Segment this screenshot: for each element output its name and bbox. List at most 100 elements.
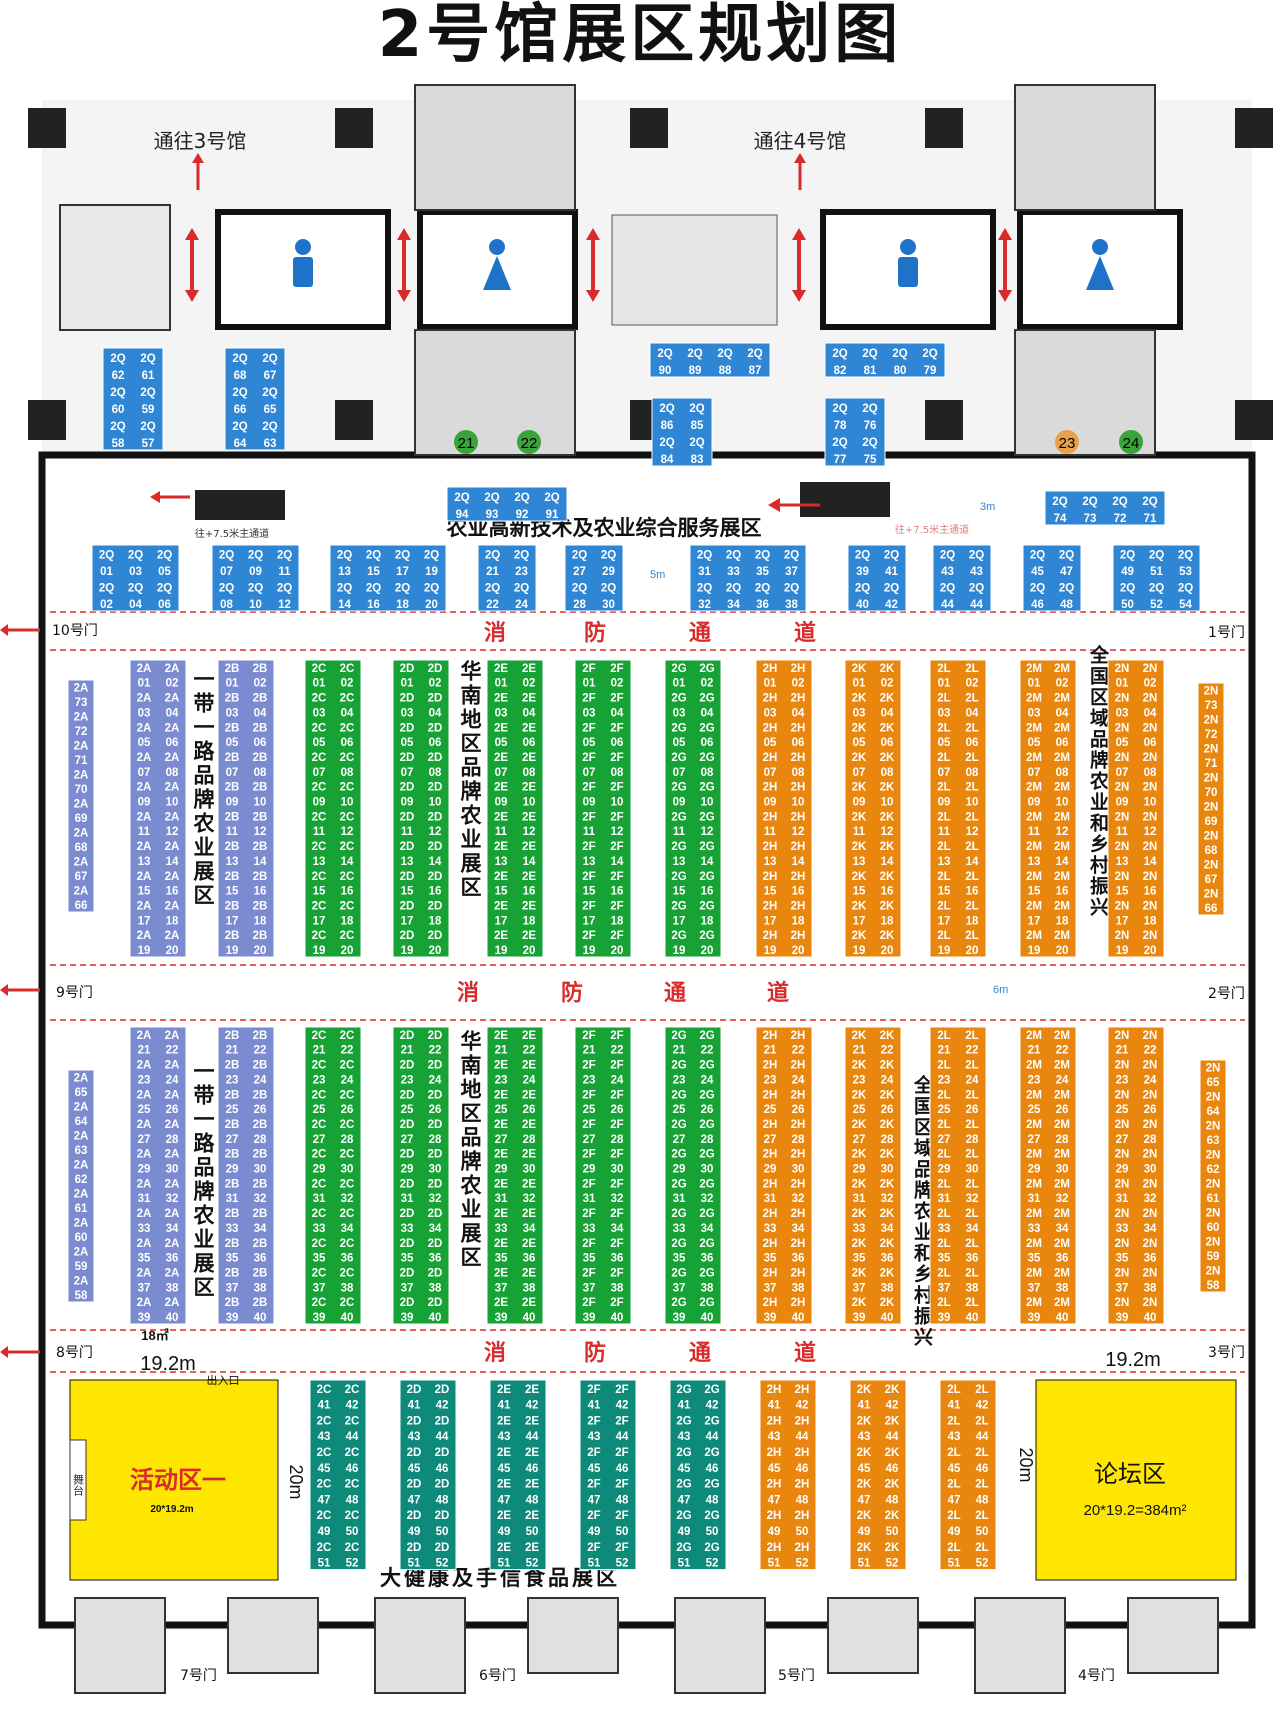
booth-label: 13 (495, 856, 508, 868)
booth-label: 44 (346, 1431, 359, 1443)
booth-label: 03 (1116, 707, 1129, 719)
booth-label: 2D (400, 1178, 415, 1190)
booth-label: 2D (400, 1297, 415, 1309)
booth-label: 2F (587, 1479, 600, 1491)
booth-label: 09 (673, 797, 686, 809)
booth-label: 52 (796, 1558, 809, 1570)
booth-label: 2G (676, 1510, 691, 1522)
booth-label: 2N (1143, 900, 1158, 912)
booth-label: 17 (495, 915, 508, 927)
booth-label: 2E (522, 722, 536, 734)
booth-label: 43 (941, 566, 954, 578)
booth-label: 2G (671, 693, 686, 705)
booth-label: 2F (610, 930, 623, 942)
booth-label: 2L (937, 782, 950, 794)
booth-label: 66 (234, 404, 247, 416)
booth-label: 2D (435, 1415, 450, 1427)
booth-label: 75 (864, 454, 877, 466)
booth-label: 05 (313, 737, 326, 749)
booth-label: 04 (966, 707, 979, 719)
booth-label: 2H (763, 663, 778, 675)
booth-label: 2G (699, 1149, 714, 1161)
booth-label: 40 (881, 1312, 894, 1324)
booth-label: 2K (852, 1060, 867, 1072)
booth-label: 10 (701, 797, 714, 809)
booth-label: 2M (1054, 782, 1070, 794)
booth-label: 37 (1116, 1282, 1129, 1294)
booth-label: 2M (1026, 1149, 1042, 1161)
booth-label: 08 (429, 767, 442, 779)
booth-label: 13 (226, 856, 239, 868)
booth-label: 27 (226, 1134, 239, 1146)
booth-label: 43 (408, 1431, 421, 1443)
booth-label: 16 (1144, 886, 1157, 898)
dim-19-2m-left: 19.2m (140, 1353, 196, 1375)
booth-label: 2F (582, 693, 595, 705)
booth-label: 26 (1056, 1104, 1069, 1116)
booth-label: 2F (582, 900, 595, 912)
booth-label: 15 (853, 886, 866, 898)
booth-label: 2M (1054, 663, 1070, 675)
booth-label: 2B (253, 1238, 268, 1250)
booth-label: 2C (340, 1089, 355, 1101)
booth-label: 26 (429, 1104, 442, 1116)
booth-label: 2A (137, 930, 152, 942)
booth-label: 2D (428, 1208, 443, 1220)
booth-label: 2Q (99, 583, 114, 595)
